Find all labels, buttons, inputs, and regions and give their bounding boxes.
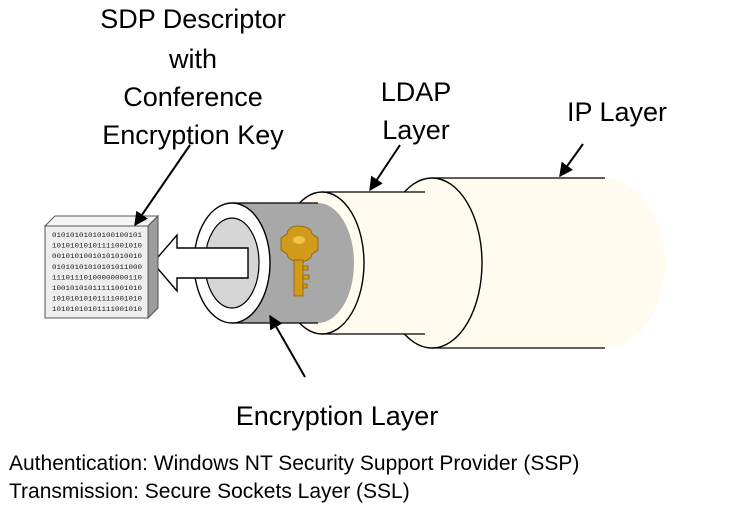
data-block-side-face <box>147 214 159 320</box>
data-block-bit-row: 10101010101111001010 <box>52 243 142 250</box>
data-block-bit-row: 10010101011111001010 <box>52 285 142 292</box>
sdp-data-block: 01010101010100100101 10101010101111001010… <box>43 214 160 320</box>
data-block-bit-row: 10101010101111001010 <box>52 306 142 313</box>
data-block-front-face <box>44 225 149 319</box>
ldap-layer-body <box>322 192 475 334</box>
sdp-label-line-3: Conference <box>123 82 263 112</box>
data-block-bit-row: 00101010010101010010 <box>52 253 142 260</box>
encryption-pointer-arrow <box>269 314 306 378</box>
sdp-label-line-1: SDP Descriptor <box>100 4 286 34</box>
data-block-bit-row: 10101010101111001010 <box>52 296 142 303</box>
ip-layer-label: IP Layer <box>567 97 667 127</box>
key-icon <box>280 225 319 297</box>
authentication-footer: Authentication: Windows NT Security Supp… <box>9 452 579 475</box>
left-arrow-icon <box>152 233 249 293</box>
data-block-bits: 01010101010100100101 10101010101111001010… <box>52 232 142 313</box>
sdp-label-line-4: Encryption Key <box>102 120 284 150</box>
ip-pointer-arrow <box>559 143 584 178</box>
data-block-bit-row: 11101110100000000110 <box>52 274 142 281</box>
sdp-label-line-2: with <box>168 44 217 74</box>
sdp-descriptor-label: SDP Descriptor with Conference Encryptio… <box>100 4 286 150</box>
ldap-layer-label: LDAP Layer <box>381 77 452 145</box>
ip-layer-body <box>432 178 665 348</box>
ldap-pointer-arrow <box>369 144 401 192</box>
sdp-pointer-arrow <box>134 144 191 227</box>
transmission-footer: Transmission: Secure Sockets Layer (SSL) <box>9 480 410 503</box>
encryption-layer-label: Encryption Layer <box>236 401 439 431</box>
ldap-label-line-2: Layer <box>382 115 450 145</box>
ldap-label-line-1: LDAP <box>381 77 452 107</box>
data-block-bit-row: 01010101010101011000 <box>52 264 142 271</box>
data-block-bit-row: 01010101010100100101 <box>52 232 142 239</box>
